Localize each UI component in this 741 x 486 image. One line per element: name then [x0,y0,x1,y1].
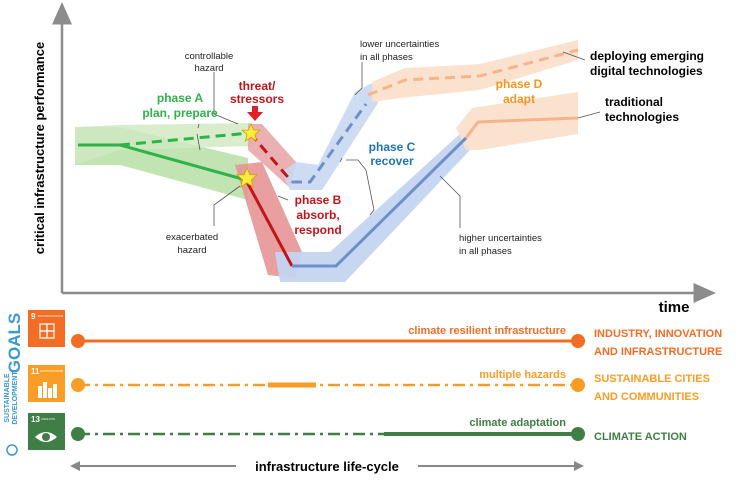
leader-traditional [577,111,601,119]
sdg-9-name-1: INDUSTRY, INNOVATION [594,328,722,340]
star-icon [240,122,262,142]
line-phase-d-dashed [367,48,579,97]
leader-phase-a-2 [196,133,201,151]
lifecycle-arrow: infrastructure life-cycle [70,459,584,474]
traditional-label-2: technologies [605,110,679,124]
phase-d-subtitle: adapt [503,92,535,106]
arrow-left-icon [70,461,80,471]
phase-c-subtitle: recover [370,154,414,168]
band-phase-c-upper [282,82,378,190]
sdg-11-name-1: SUSTAINABLE CITIES [594,373,710,385]
sdg-11-small-label: SUSTAINABLE CITIES AND COMMUNITIES [40,369,63,373]
buildings-icon [38,382,57,398]
controllable-hazard-2: hazard [194,63,223,74]
leader-lower-uncertainties [354,62,363,96]
phase-d-title: phase D [496,77,543,91]
higher-uncertainties-2: in all phases [459,246,512,257]
sdg-side-sustainable: SUSTAINABLE [4,373,11,423]
threat-label-1: threat/ [239,79,276,93]
line-phase-d-solid [464,116,579,139]
lower-uncertainties-1: lower uncertainties [360,39,439,50]
sdg-13-number: 13 [31,415,40,424]
eye-globe-icon [35,432,57,442]
hazard-markers [235,106,263,188]
leader-exacerbated [213,185,241,226]
sdg-9-name-2: AND INFRASTRUCTURE [594,346,722,358]
phase-a-title: phase A [157,91,204,105]
timeline-sdg-13-label: climate adaptation [469,417,566,429]
line-phase-a-exacerbated [119,143,247,182]
arrow-right-icon [574,461,584,471]
leader-phase-a-1 [197,123,200,129]
sdg-11-tile: 11 SUSTAINABLE CITIES AND COMMUNITIES [28,365,65,402]
sdg-timelines: climate resilient infrastructure INDUSTR… [71,325,722,443]
phase-b-subtitle-1: absorb, [296,208,339,222]
sdg-11-name-2: AND COMMUNITIES [594,391,699,403]
leader-phase-b [277,195,289,201]
leader-higher-uncertainties [439,175,461,228]
sdg-9-number: 9 [31,312,36,321]
line-phase-c-solid [292,136,468,268]
sdg-13-small-label: CLIMATE ACTION [41,417,55,421]
band-phase-a-upper [75,123,252,165]
sdg-logo: GOALS SUSTAINABLE DEVELOPMENT [4,313,24,456]
phase-c-title: phase C [369,140,416,154]
timeline-sdg-9-end [571,334,585,348]
threat-arrow-icon [247,106,263,121]
phase-a-subtitle: plan, prepare [142,106,218,120]
performance-lines [78,48,579,268]
timeline-sdg-13-start [71,427,85,441]
phase-labels: phase A plan, prepare threat/ stressors … [142,77,542,237]
lifecycle-label: infrastructure life-cycle [255,459,399,474]
traditional-label-1: traditional [605,95,663,109]
line-phase-a-dashed [119,131,251,147]
x-axis-label: time [659,299,690,316]
phase-b-subtitle-2: respond [294,223,341,237]
deploying-label-2: digital technologies [590,64,703,78]
timeline-sdg-11-start [71,378,85,392]
timeline-sdg-13-end [571,427,585,441]
annotations: controllable hazard exacerbated hazard l… [166,39,704,257]
leader-phase-c-dashed [339,157,343,163]
leader-deploying [562,51,586,61]
y-axis-label: critical infrastructure performance [32,42,47,254]
sdg-side-development: DEVELOPMENT [12,371,19,425]
axes: critical infrastructure performance time [32,2,716,316]
sdg-13-name-1: CLIMATE ACTION [594,431,687,443]
exacerbated-hazard-2: hazard [177,245,206,256]
phase-b-title: phase B [295,193,342,207]
leader-phase-c-up [346,159,375,216]
line-phase-b-solid [244,179,294,267]
line-phase-b-dashed [248,132,294,183]
controllable-hazard-1: controllable [185,51,234,62]
band-phase-d-upper [372,40,578,102]
exacerbated-hazard-1: exacerbated [166,232,218,243]
sdg-side-goals: GOALS [5,313,24,373]
cubes-icon [39,323,55,339]
sdg-11-number: 11 [31,367,40,376]
un-emblem-icon [6,444,18,456]
timeline-sdg-11-label: multiple hazards [479,369,566,381]
leader-lines [196,51,601,228]
lower-uncertainties-2: in all phases [360,52,413,63]
deploying-label-1: deploying emerging [590,49,704,63]
sdg-9-tile: 9 INDUSTRY, INNOVATION AND INFRASTRUCTUR… [28,310,65,347]
higher-uncertainties-1: higher uncertainties [459,233,542,244]
timeline-sdg-9-start [71,334,85,348]
line-phase-c-dashed [292,103,368,184]
band-phase-c-lower [275,132,470,282]
sdg-9-small-label: INDUSTRY, INNOVATION AND INFRASTRUCTURE [38,314,63,318]
leader-controllable [213,72,239,125]
sdg-13-tile: 13 CLIMATE ACTION [28,413,65,450]
threat-label-2: stressors [230,92,284,106]
timeline-sdg-9-label: climate resilient infrastructure [408,325,566,337]
timeline-sdg-11-end [571,378,585,392]
star-icon [235,166,259,188]
